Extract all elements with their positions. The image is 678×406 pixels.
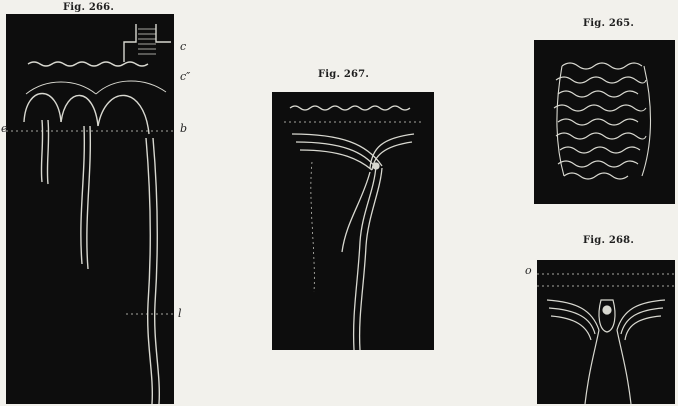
fig-268-caption: Fig. 268. [583,235,634,246]
fig-266-illustration [6,14,174,404]
fig-266-label-c-double-prime: c″ [180,70,190,83]
fig-267-panel [272,92,434,350]
fig-268-panel [537,260,675,404]
fig-268-label-o: o [525,264,532,277]
fig-267-caption: Fig. 267. [318,69,369,80]
fig-268-illustration [537,260,675,404]
fig-266-panel [6,14,174,404]
fig-267-illustration [272,92,434,350]
fig-266-caption: Fig. 266. [63,2,114,13]
fig-266-label-c: c [180,40,186,53]
fig-266-label-b: b [180,122,187,135]
fig-265-illustration [534,40,675,204]
fig-266-label-e: e [1,122,8,135]
fig-266-label-l: l [178,307,182,320]
fig-265-panel [534,40,675,204]
fig-265-caption: Fig. 265. [583,18,634,29]
